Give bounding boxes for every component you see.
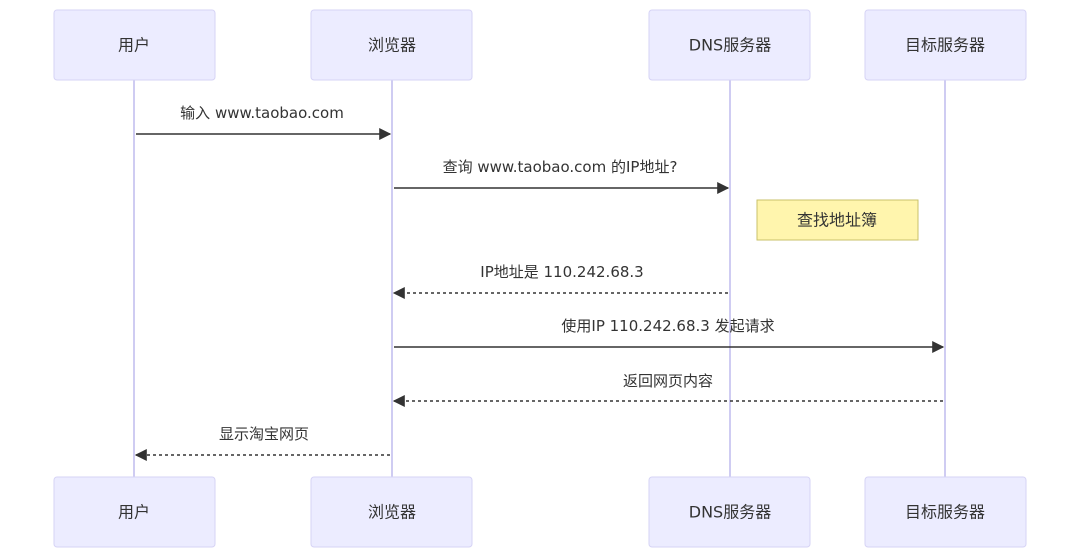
actor-top-user: 用户 xyxy=(53,9,216,81)
actor-bottom-dns: DNS服务器 xyxy=(648,476,811,548)
actor-top-user-label: 用户 xyxy=(118,36,150,55)
actor-bottom-target: 目标服务器 xyxy=(864,476,1027,548)
lifelines xyxy=(133,80,946,478)
actor-top-target: 目标服务器 xyxy=(864,9,1027,81)
actor-top-browser: 浏览器 xyxy=(310,9,473,81)
message-label-1: 输入 www.taobao.com xyxy=(180,104,344,122)
message-label-6: 显示淘宝网页 xyxy=(219,425,309,443)
actor-top-dns-label: DNS服务器 xyxy=(689,36,771,55)
actor-bottom-user-label: 用户 xyxy=(118,503,150,522)
message-label-5: 返回网页内容 xyxy=(623,372,713,390)
actor-top-dns: DNS服务器 xyxy=(648,9,811,81)
actor-bottom-browser-label: 浏览器 xyxy=(368,503,416,522)
actors-top: 用户 浏览器 DNS服务器 目标服务器 xyxy=(53,9,1027,81)
message-label-4: 使用IP 110.242.68.3 发起请求 xyxy=(561,317,774,335)
actors-bottom: 用户 浏览器 DNS服务器 目标服务器 xyxy=(53,476,1027,548)
note-dns: 查找地址簿 xyxy=(756,199,919,241)
actor-bottom-dns-label: DNS服务器 xyxy=(689,503,771,522)
message-label-2: 查询 www.taobao.com 的IP地址? xyxy=(443,158,678,176)
actor-bottom-target-label: 目标服务器 xyxy=(905,503,985,522)
actor-bottom-user: 用户 xyxy=(53,476,216,548)
messages: 输入 www.taobao.com 查询 www.taobao.com 的IP地… xyxy=(134,104,945,461)
actor-top-browser-label: 浏览器 xyxy=(368,36,416,55)
actor-bottom-browser: 浏览器 xyxy=(310,476,473,548)
message-label-3: IP地址是 110.242.68.3 xyxy=(480,263,643,281)
note-label: 查找地址簿 xyxy=(797,211,877,230)
actor-top-target-label: 目标服务器 xyxy=(905,36,985,55)
